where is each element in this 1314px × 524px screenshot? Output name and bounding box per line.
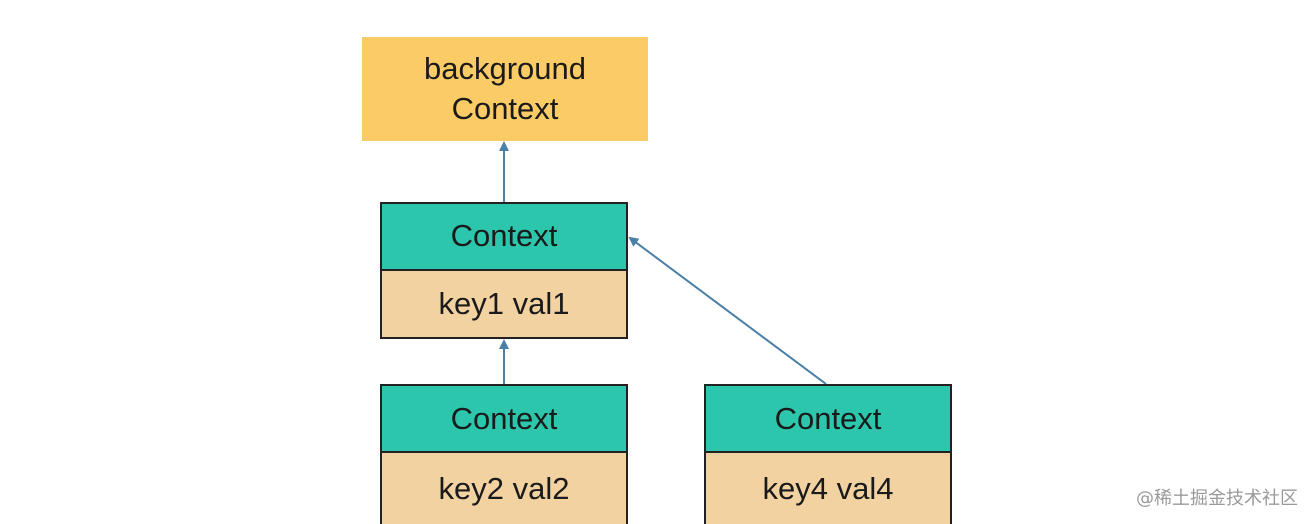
context-node-1: Context key1 val1 (380, 202, 628, 339)
context-node-1-entry: key1 val1 (382, 270, 626, 337)
background-node-line2: Context (451, 91, 559, 126)
context-node-1-title: Context (382, 204, 626, 271)
context-node-4: Context key4 val4 (704, 384, 952, 524)
background-node-line1: background (423, 51, 586, 86)
context-node-4-entry: key4 val4 (706, 453, 950, 524)
context-node-2-entry: key2 val2 (382, 453, 626, 524)
context-node-4-title: Context (706, 386, 950, 453)
context-node-2-title: Context (382, 386, 626, 453)
edge-ctx4-to-ctx1 (628, 236, 827, 385)
watermark: @稀土掘金技术社区 (1136, 488, 1298, 509)
background-context-node: background Context (362, 37, 648, 141)
context-node-2: Context key2 val2 (380, 384, 628, 524)
